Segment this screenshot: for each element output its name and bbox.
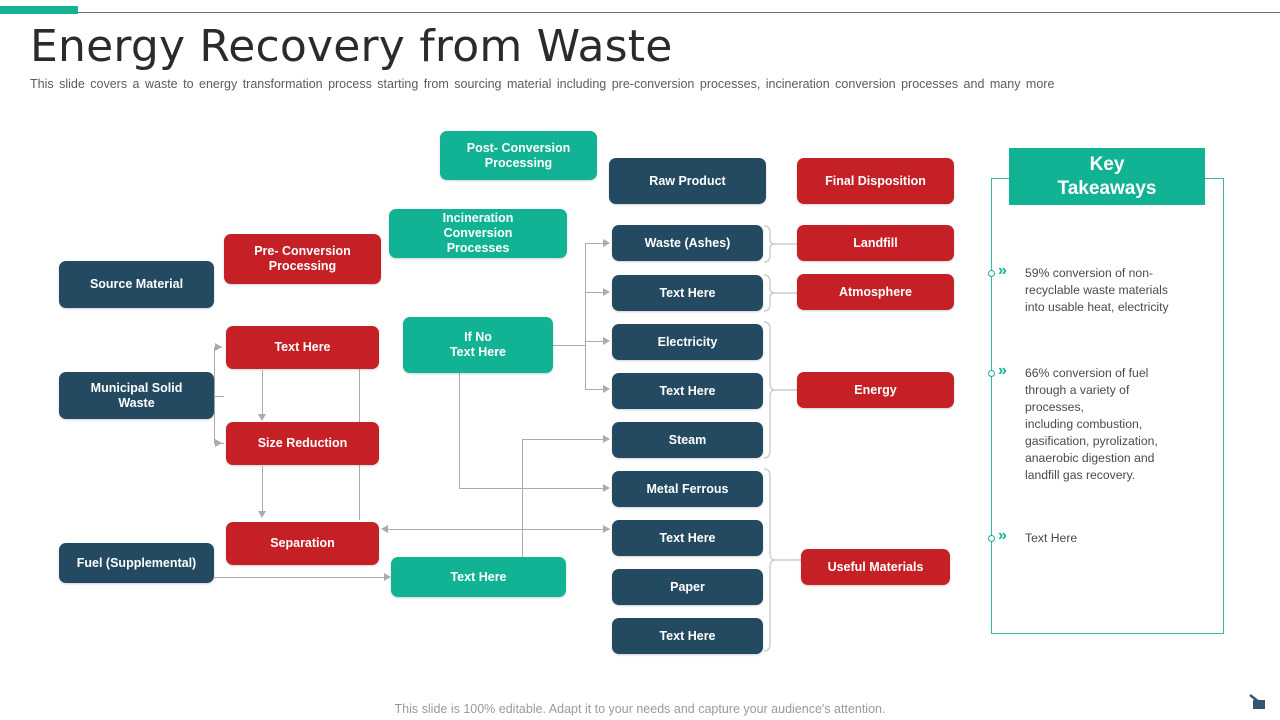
connector-arrow	[603, 287, 610, 296]
node-separation[interactable]: Separation	[226, 522, 379, 565]
connector-arrow	[603, 434, 610, 443]
connector-line	[214, 396, 224, 398]
node-useful-materials[interactable]: Useful Materials	[801, 549, 950, 585]
bullet-dot-icon	[988, 370, 995, 377]
node-electricity[interactable]: Electricity	[612, 324, 763, 360]
connector-line	[262, 370, 264, 417]
connector-line	[585, 292, 605, 294]
connector-line	[585, 243, 587, 389]
key-takeaway-text: 66% conversion of fuel through a variety…	[1025, 366, 1158, 482]
node-fuel-supplemental[interactable]: Fuel (Supplemental)	[59, 543, 214, 583]
bullet-marker: »	[988, 527, 1020, 547]
node-conversion-text-here[interactable]: Text Here	[391, 557, 566, 597]
connector-line	[553, 345, 586, 347]
key-takeaways-heading: Key Takeaways	[1009, 148, 1205, 205]
key-takeaway-item[interactable]: » 59% conversion of non- recyclable wast…	[988, 263, 1203, 316]
connector-line	[585, 341, 605, 343]
connector-line	[459, 369, 461, 488]
node-atmosphere[interactable]: Atmosphere	[797, 274, 954, 310]
connector-line	[522, 439, 606, 441]
bullet-dot-icon	[988, 535, 995, 542]
node-raw-text-here-3[interactable]: Text Here	[612, 520, 763, 556]
connector-arrow	[215, 342, 222, 351]
brace-connector-useful-materials	[762, 467, 806, 653]
page-subtitle: This slide covers a waste to energy tran…	[30, 77, 1055, 91]
connector-line	[214, 347, 216, 396]
chevron-double-right-icon: »	[998, 362, 1007, 379]
connector-line	[459, 488, 606, 490]
node-pre-conversion-processing[interactable]: Pre- Conversion Processing	[224, 234, 381, 284]
connector-arrow	[603, 384, 610, 393]
connector-line	[388, 529, 610, 531]
node-incineration-conversion-processes[interactable]: Incineration Conversion Processes	[389, 209, 567, 258]
bullet-dot-icon	[988, 270, 995, 277]
node-source-material[interactable]: Source Material	[59, 261, 214, 308]
node-landfill[interactable]: Landfill	[797, 225, 954, 261]
node-paper[interactable]: Paper	[612, 569, 763, 605]
edit-pencil-icon[interactable]	[1246, 690, 1268, 712]
key-takeaway-text: 59% conversion of non- recyclable waste …	[1025, 266, 1169, 314]
chevron-double-right-icon: »	[998, 527, 1007, 544]
connector-line	[214, 577, 386, 579]
top-accent-tab	[0, 6, 78, 14]
node-final-disposition[interactable]: Final Disposition	[797, 158, 954, 204]
node-energy[interactable]: Energy	[797, 372, 954, 408]
node-raw-text-here-1[interactable]: Text Here	[612, 275, 763, 311]
connector-arrow	[384, 572, 391, 581]
node-if-no-text-here[interactable]: If No Text Here	[403, 317, 553, 373]
connector-arrow	[381, 524, 388, 533]
connector-line	[585, 243, 605, 245]
node-metal-ferrous[interactable]: Metal Ferrous	[612, 471, 763, 507]
key-takeaway-item[interactable]: » 66% conversion of fuel through a varie…	[988, 363, 1203, 484]
chevron-double-right-icon: »	[998, 262, 1007, 279]
node-raw-text-here-2[interactable]: Text Here	[612, 373, 763, 409]
connector-arrow	[215, 438, 222, 447]
node-municipal-solid-waste[interactable]: Municipal Solid Waste	[59, 372, 214, 419]
connector-line	[214, 396, 216, 443]
node-waste-ashes[interactable]: Waste (Ashes)	[612, 225, 763, 261]
footer-note: This slide is 100% editable. Adapt it to…	[394, 702, 886, 716]
page-title: Energy Recovery from Waste	[30, 21, 673, 72]
key-takeaway-text: Text Here	[1025, 531, 1078, 545]
node-size-reduction[interactable]: Size Reduction	[226, 422, 379, 465]
connector-arrow	[603, 238, 610, 247]
connector-arrow	[603, 483, 610, 492]
connector-line	[585, 389, 605, 391]
connector-arrow	[603, 336, 610, 345]
node-raw-text-here-4[interactable]: Text Here	[612, 618, 763, 654]
top-divider-rule	[0, 12, 1280, 13]
connector-arrow	[257, 511, 266, 518]
node-raw-product[interactable]: Raw Product	[609, 158, 766, 204]
connector-arrow	[603, 524, 610, 533]
key-takeaway-item[interactable]: » Text Here	[988, 528, 1203, 547]
bullet-marker: »	[988, 262, 1020, 282]
connector-line	[522, 439, 524, 559]
connector-arrow	[257, 414, 266, 421]
connector-line	[262, 466, 264, 514]
node-steam[interactable]: Steam	[612, 422, 763, 458]
node-pre-step-text-here[interactable]: Text Here	[226, 326, 379, 369]
node-post-conversion-processing[interactable]: Post- Conversion Processing	[440, 131, 597, 180]
bullet-marker: »	[988, 362, 1020, 382]
